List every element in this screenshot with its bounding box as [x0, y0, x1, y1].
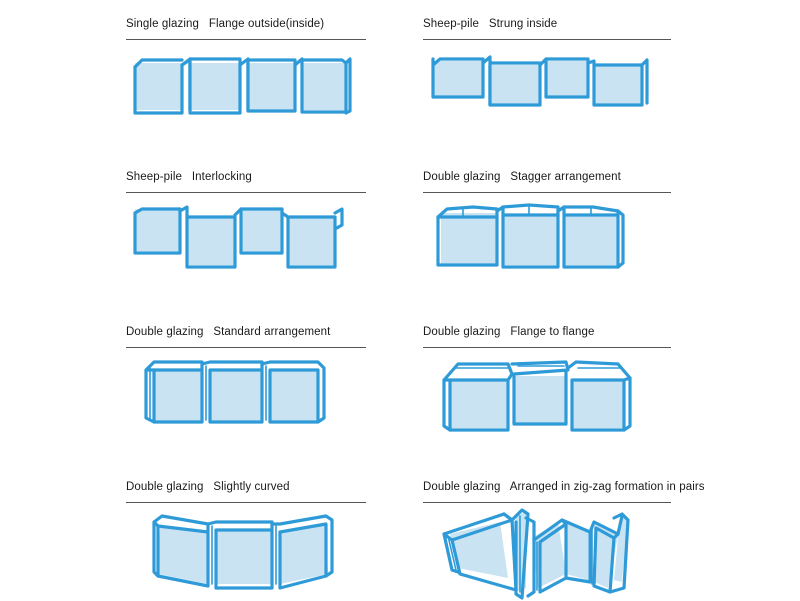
panel-sheep-pile-strung-inside: Sheep-pile Strung inside [423, 18, 743, 40]
panel-caption: Double glazing Flange to flange [423, 326, 595, 338]
caption-rule [423, 39, 671, 40]
panel-caption: Single glazing Flange outside(inside) [126, 18, 325, 30]
caption-rule [423, 502, 671, 503]
caption-rule [423, 347, 671, 348]
panel-caption: Double glazing Standard arrangement [126, 326, 331, 338]
caption-rule [126, 192, 366, 193]
panel-caption: Double glazing Slightly curved [126, 481, 290, 493]
panel-caption: Sheep-pile Interlocking [126, 171, 252, 183]
caption-rule [423, 192, 671, 193]
panel-caption: Double glazing Arranged in zig-zag forma… [423, 481, 705, 493]
caption-rule [126, 39, 366, 40]
caption-rule [126, 347, 366, 348]
panel-caption: Sheep-pile Strung inside [423, 18, 558, 30]
panel-caption: Double glazing Stagger arrangement [423, 171, 621, 183]
panel-double-glazing-standard: Double glazing Standard arrangement [126, 326, 446, 348]
panel-double-glazing-flange-to-flange: Double glazing Flange to flange [423, 326, 743, 348]
panel-double-glazing-slightly-curved: Double glazing Slightly curved [126, 481, 446, 503]
panel-single-glazing-flange: Single glazing Flange outside(inside) [126, 18, 446, 40]
panel-double-glazing-zigzag: Double glazing Arranged in zig-zag forma… [423, 481, 743, 503]
caption-rule [126, 502, 366, 503]
panel-sheep-pile-interlocking: Sheep-pile Interlocking [126, 171, 446, 193]
panel-double-glazing-stagger: Double glazing Stagger arrangement [423, 171, 743, 193]
